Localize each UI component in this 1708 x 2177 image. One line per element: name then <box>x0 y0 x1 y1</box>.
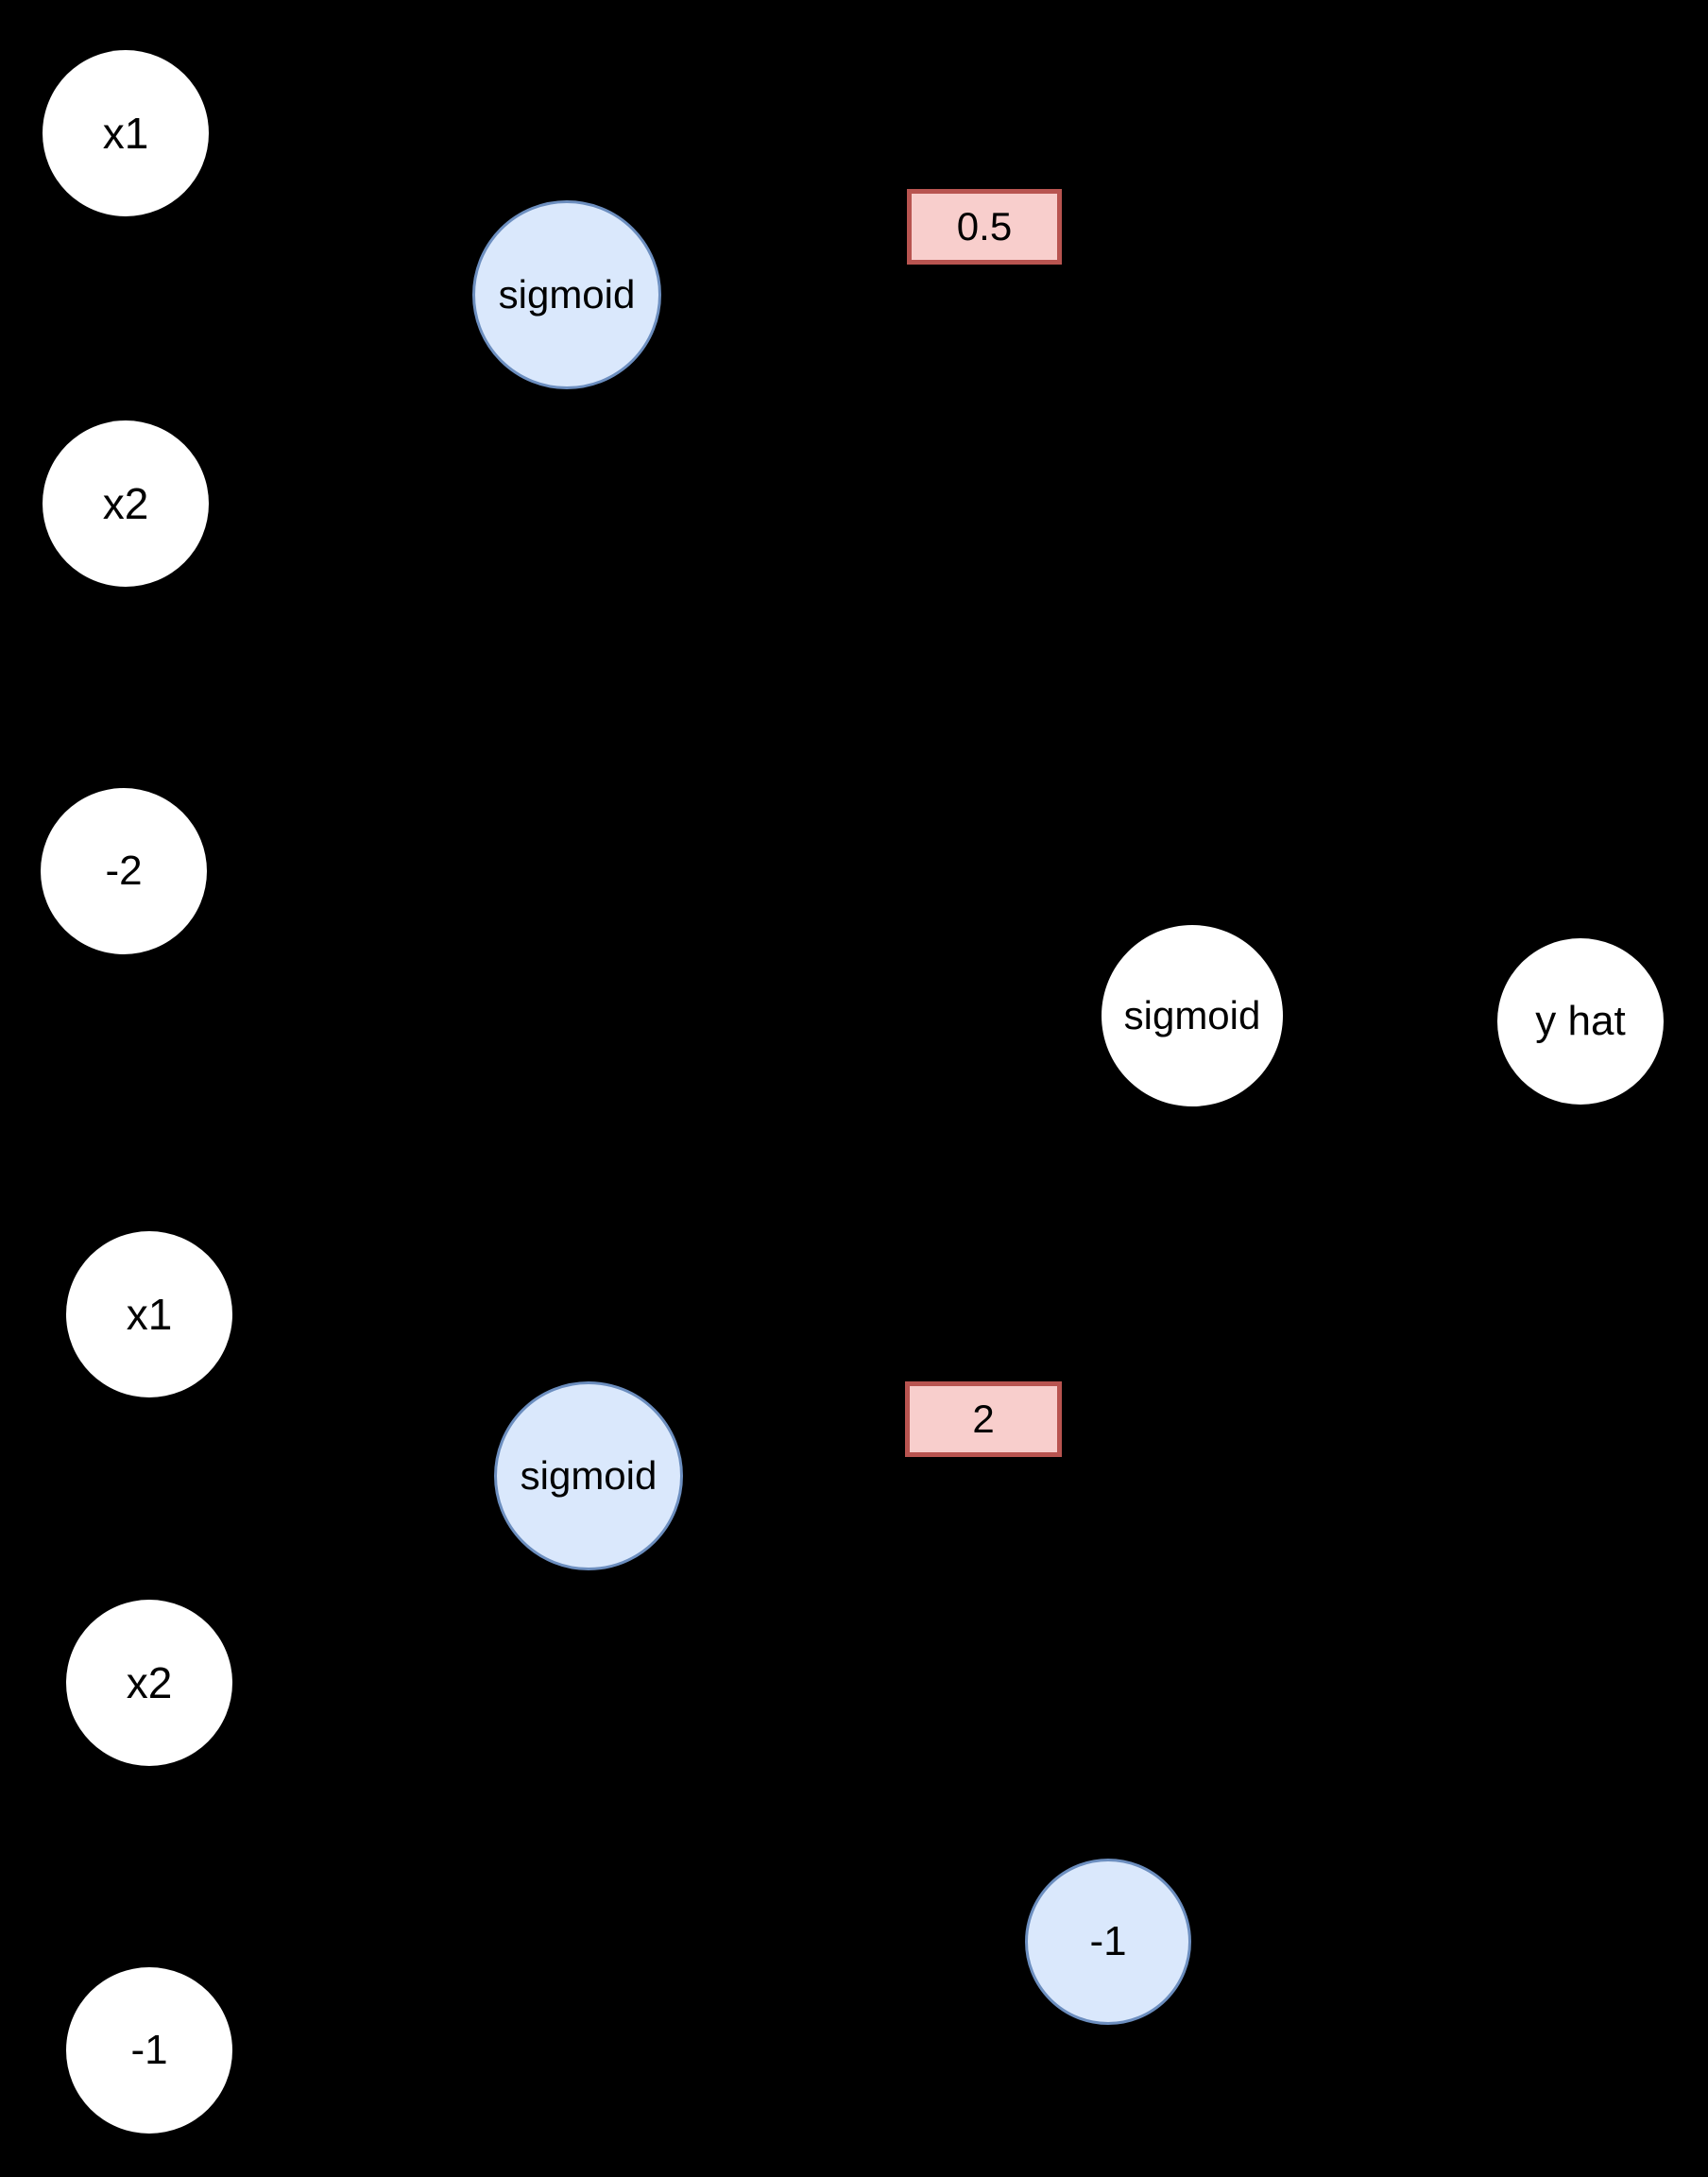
node-input-x1-bottom[interactable]: x1 <box>66 1231 232 1397</box>
node-input-neg1[interactable]: -1 <box>66 1967 232 2134</box>
node-label-sigmoid-output: sigmoid <box>1123 993 1261 1037</box>
node-label-input-x1-bottom: x1 <box>126 1290 173 1339</box>
node-label-input-neg2: -2 <box>105 848 143 894</box>
node-input-x2-bottom[interactable]: x2 <box>66 1600 232 1766</box>
node-label-weight-0-5: 0.5 <box>956 204 1013 249</box>
node-label-sigmoid-bottom: sigmoid <box>520 1453 658 1498</box>
node-output-y-hat[interactable]: y hat <box>1497 938 1664 1105</box>
node-label-weight-2: 2 <box>972 1397 995 1441</box>
node-input-neg2[interactable]: -2 <box>41 788 207 954</box>
node-label-input-x2-bottom: x2 <box>126 1658 173 1707</box>
node-input-x2-top[interactable]: x2 <box>43 420 209 587</box>
node-label-sigmoid-top: sigmoid <box>498 272 636 317</box>
node-label-input-neg1: -1 <box>130 2027 168 2073</box>
node-label-input-x2-top: x2 <box>102 479 149 528</box>
node-sigmoid-output[interactable]: sigmoid <box>1102 925 1283 1106</box>
node-weight-0-5[interactable]: 0.5 <box>907 189 1062 265</box>
node-label-output-y-hat: y hat <box>1535 998 1626 1044</box>
node-sigmoid-top[interactable]: sigmoid <box>472 200 661 389</box>
node-label-bias-neg1: -1 <box>1089 1918 1127 1964</box>
node-bias-neg1[interactable]: -1 <box>1025 1859 1191 2025</box>
node-weight-2[interactable]: 2 <box>905 1381 1062 1457</box>
node-input-x1-top[interactable]: x1 <box>43 50 209 216</box>
node-label-input-x1-top: x1 <box>102 109 149 158</box>
node-sigmoid-bottom[interactable]: sigmoid <box>494 1381 683 1570</box>
